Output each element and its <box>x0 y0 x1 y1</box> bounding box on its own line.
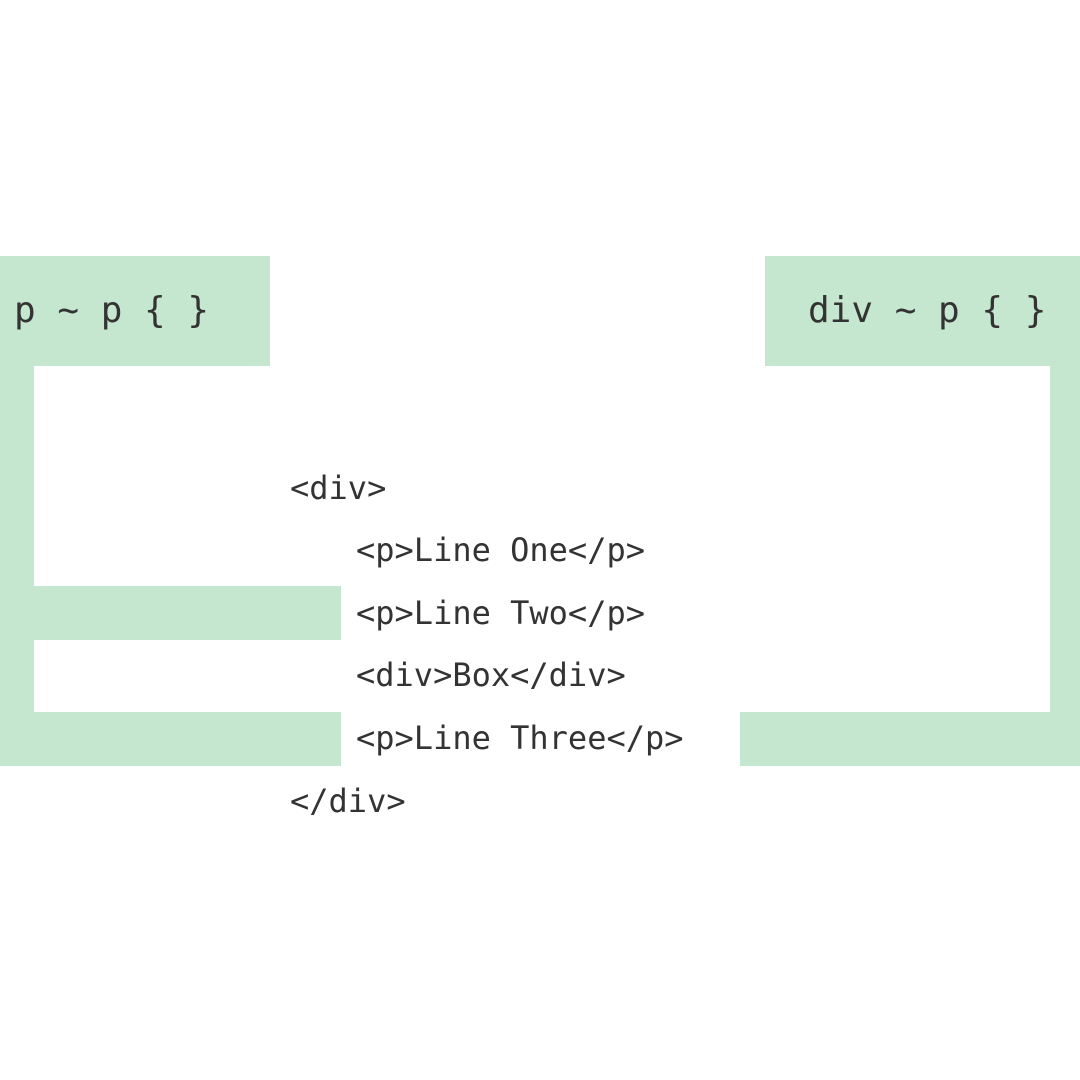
left-selector-box <box>0 256 270 366</box>
code-box: <div>Box</div> <box>356 656 626 694</box>
code-line-two: <p>Line Two</p> <box>356 594 645 632</box>
code-div-open: <div> <box>290 469 387 507</box>
selector-p-sibling-p: p ~ p { } <box>14 290 210 331</box>
code-line-three: <p>Line Three</p> <box>356 719 684 757</box>
left-connector-line-two <box>34 586 341 640</box>
code-div-close: </div> <box>290 782 406 820</box>
left-bracket-vertical <box>0 366 34 766</box>
selector-div-sibling-p: div ~ p { } <box>808 290 1047 331</box>
right-bracket-vertical <box>1050 366 1080 766</box>
left-connector-line-three <box>34 712 341 766</box>
code-line-one: <p>Line One</p> <box>356 531 645 569</box>
right-connector-line-three <box>740 712 1050 766</box>
right-selector-box <box>765 256 1080 366</box>
